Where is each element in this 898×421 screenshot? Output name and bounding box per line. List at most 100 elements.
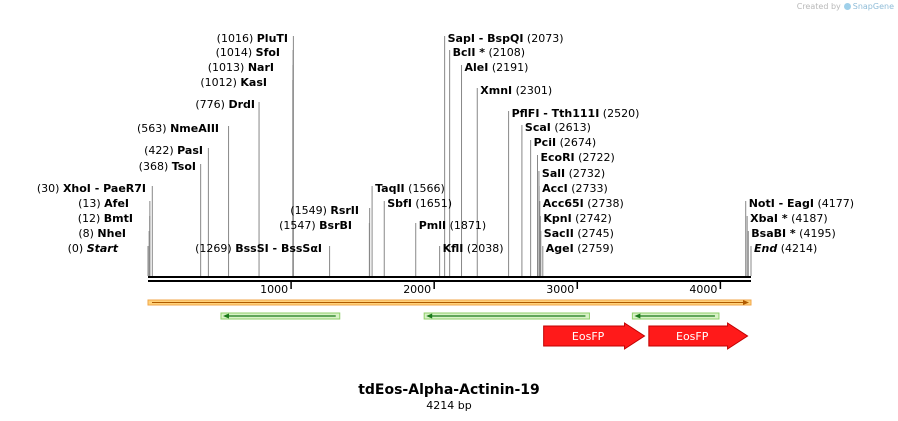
site-name: NmeAIII	[170, 122, 219, 135]
site-name: BsrBI	[319, 219, 352, 232]
site-label[interactable]: SacII (2745)	[544, 227, 614, 240]
site-label[interactable]: (776) DrdI	[195, 98, 255, 111]
site-name: SbfI	[387, 197, 412, 210]
site-label[interactable]: (1269) BssSI - BssSαI	[195, 242, 322, 255]
site-label[interactable]: BclI * (2108)	[453, 46, 525, 59]
site-position: (2738)	[584, 197, 624, 210]
site-name: SfoI	[256, 46, 280, 59]
site-name: TsoI	[172, 160, 196, 173]
site-label[interactable]: (563) NmeAIII	[137, 122, 219, 135]
site-label[interactable]: PmlI (1871)	[419, 219, 486, 232]
site-label[interactable]: (30) XhoI - PaeR7I	[37, 182, 146, 195]
site-labels-group: (0) Start (8) NheI (12) BmtI (13) AfeI (30) …	[37, 32, 854, 255]
site-name: PciI	[534, 136, 556, 149]
ruler-tick-label: 2000	[403, 283, 431, 296]
site-label[interactable]: (1016) PluTI	[217, 32, 288, 45]
site-label[interactable]: BsaBI * (4195)	[751, 227, 836, 240]
ruler-tick-label: 4000	[689, 283, 717, 296]
site-label[interactable]: (1549) RsrII	[290, 204, 359, 217]
site-position: (12)	[78, 212, 104, 225]
site-label[interactable]: TaqII (1566)	[375, 182, 445, 195]
site-position: (1566)	[405, 182, 445, 195]
site-name: NarI	[248, 61, 274, 74]
snapgene-logo-icon	[843, 3, 851, 10]
site-label[interactable]: ScaI (2613)	[525, 121, 591, 134]
site-label[interactable]: (1547) BsrBI	[279, 219, 352, 232]
site-position: (422)	[144, 144, 177, 157]
site-name: End	[754, 242, 777, 255]
feature-eosfp-label: EosFP	[676, 330, 709, 343]
site-label[interactable]: (368) TsoI	[139, 160, 196, 173]
site-label[interactable]: AleI (2191)	[465, 61, 529, 74]
site-position: (13)	[78, 197, 104, 210]
site-label[interactable]: (1012) KasI	[200, 76, 267, 89]
site-position: (1016)	[217, 32, 257, 45]
site-position: (2745)	[574, 227, 614, 240]
site-label[interactable]: (12) BmtI	[78, 212, 133, 225]
site-label[interactable]: (422) PasI	[144, 144, 203, 157]
feature-backbone-arrowhead	[743, 300, 749, 305]
site-label[interactable]: KflI (2038)	[443, 242, 504, 255]
site-name: ScaI	[525, 121, 551, 134]
site-label[interactable]: Acc65I (2738)	[543, 197, 624, 210]
site-position: (2742)	[572, 212, 612, 225]
site-position: (4177)	[814, 197, 854, 210]
site-position: (2674)	[556, 136, 596, 149]
site-name: KasI	[240, 76, 267, 89]
site-position: (1549)	[290, 204, 330, 217]
feature-eosfp-arrow[interactable]	[543, 322, 646, 350]
credit-brand: SnapGene	[852, 2, 894, 11]
site-position: (4214)	[777, 242, 817, 255]
site-name: DrdI	[228, 98, 255, 111]
site-name: BsaBI *	[751, 227, 796, 240]
ruler-tick-label: 3000	[546, 283, 574, 296]
site-label[interactable]: PflFI - Tth111I (2520)	[512, 107, 640, 120]
site-label[interactable]: (1013) NarI	[208, 61, 274, 74]
site-position: (2732)	[565, 167, 605, 180]
site-lines-group	[147, 36, 752, 276]
site-position: (563)	[137, 122, 170, 135]
plasmid-length: 4214 bp	[426, 399, 471, 412]
site-label[interactable]: PciI (2674)	[534, 136, 597, 149]
site-name: XhoI - PaeR7I	[63, 182, 146, 195]
site-name: BclI *	[453, 46, 486, 59]
site-position: (1012)	[200, 76, 240, 89]
site-label[interactable]: SbfI (1651)	[387, 197, 452, 210]
site-label[interactable]: XmnI (2301)	[480, 84, 552, 97]
site-name: AccI	[542, 182, 568, 195]
site-label[interactable]: (8) NheI	[78, 227, 126, 240]
site-name: SacII	[544, 227, 574, 240]
site-name: PmlI	[419, 219, 446, 232]
feature-eosfp-arrow[interactable]	[648, 322, 749, 350]
site-label[interactable]: EcoRI (2722)	[541, 151, 615, 164]
feature-eosfp-label: EosFP	[572, 330, 605, 343]
site-name: AleI	[465, 61, 489, 74]
site-name: NotI - EagI	[749, 197, 814, 210]
site-name: TaqII	[375, 182, 405, 195]
site-label[interactable]: KpnI (2742)	[543, 212, 611, 225]
site-position: (1871)	[446, 219, 486, 232]
site-name: Start	[87, 242, 119, 255]
site-label[interactable]: SapI - BspQI (2073)	[448, 32, 564, 45]
site-label[interactable]: (13) AfeI	[78, 197, 129, 210]
site-label[interactable]: AccI (2733)	[542, 182, 608, 195]
credit-prefix: Created by	[796, 2, 841, 11]
site-position: (2038)	[463, 242, 503, 255]
backbone-bottom-line	[148, 280, 751, 282]
created-by-credit: Created by SnapGene	[797, 2, 894, 11]
site-position: (2613)	[551, 121, 591, 134]
site-label[interactable]: (0) Start	[68, 242, 119, 255]
site-name: EcoRI	[541, 151, 575, 164]
site-label[interactable]: (1014) SfoI	[216, 46, 280, 59]
site-label[interactable]: NotI - EagI (4177)	[749, 197, 854, 210]
site-label[interactable]: SalI (2732)	[542, 167, 605, 180]
feature-reverse-arrowhead	[634, 313, 641, 319]
site-label[interactable]: AgeI (2759)	[546, 242, 614, 255]
site-position: (1014)	[216, 46, 256, 59]
site-name: AfeI	[104, 197, 129, 210]
site-position: (2191)	[488, 61, 528, 74]
site-label[interactable]: End (4214)	[754, 242, 817, 255]
site-label[interactable]: XbaI * (4187)	[750, 212, 828, 225]
